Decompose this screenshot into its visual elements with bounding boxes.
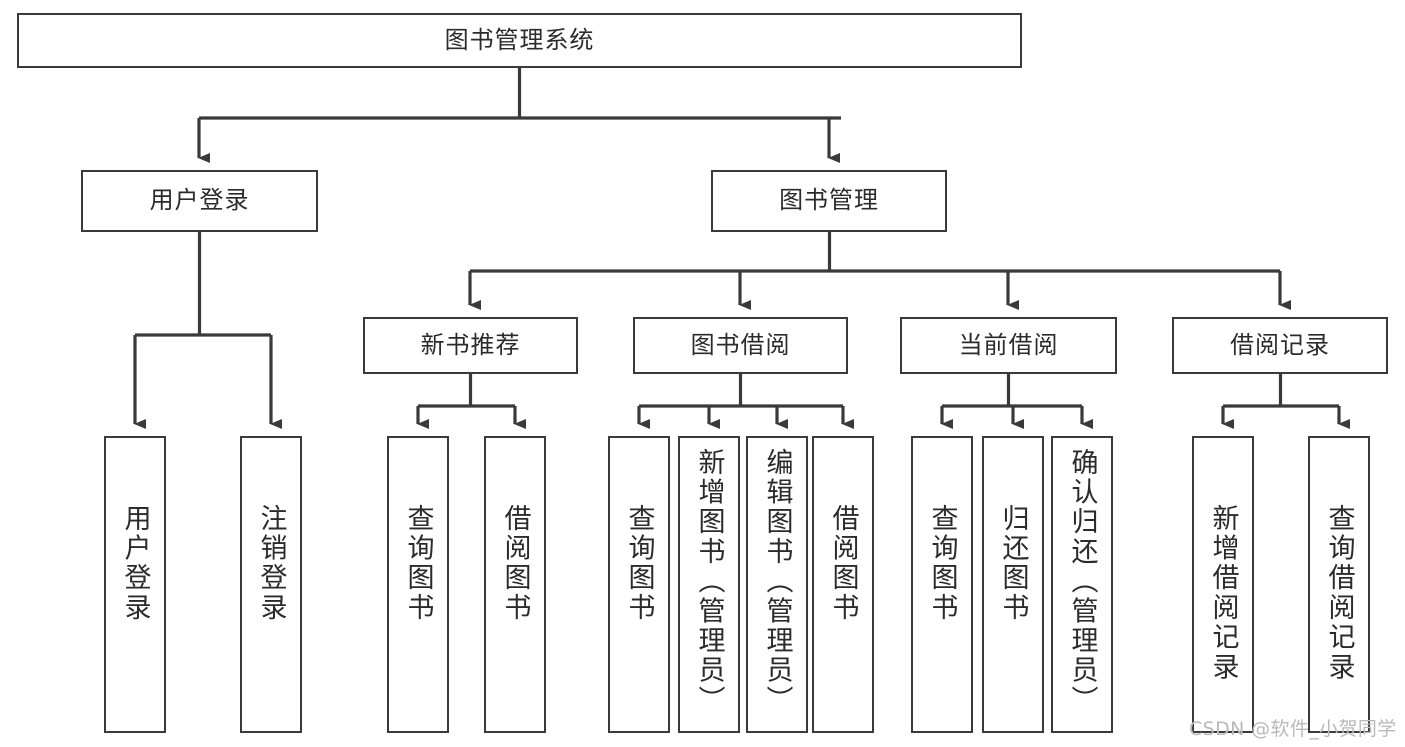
node-leaf-add-book[interactable]: 新增图书（管理员） bbox=[678, 436, 740, 733]
node-leaf-return-book-label: 归还图书 bbox=[997, 504, 1029, 623]
node-leaf-query-book-1[interactable]: 查询图书 bbox=[387, 436, 449, 733]
node-leaf-borrow-book-1[interactable]: 借阅图书 bbox=[484, 436, 546, 733]
node-borrow-record-label: 借阅记录 bbox=[1230, 330, 1330, 359]
node-root-label: 图书管理系统 bbox=[444, 25, 595, 54]
node-leaf-logout-label: 注销登录 bbox=[255, 504, 287, 623]
node-leaf-borrow-book-1-label: 借阅图书 bbox=[499, 504, 531, 623]
node-leaf-add-record-label: 新增借阅记录 bbox=[1207, 504, 1239, 683]
node-new-book-recommend-label: 新书推荐 bbox=[420, 330, 521, 359]
node-leaf-query-record-label: 查询借阅记录 bbox=[1323, 504, 1355, 683]
node-leaf-edit-book-label: 编辑图书（管理员） bbox=[761, 448, 793, 716]
node-leaf-logout[interactable]: 注销登录 bbox=[240, 436, 302, 733]
node-new-book-recommend[interactable]: 新书推荐 bbox=[363, 317, 578, 374]
node-book-borrow[interactable]: 图书借阅 bbox=[633, 317, 848, 374]
node-leaf-query-book-2[interactable]: 查询图书 bbox=[608, 436, 670, 733]
node-leaf-user-login-label: 用户登录 bbox=[119, 504, 151, 623]
node-leaf-edit-book[interactable]: 编辑图书（管理员） bbox=[746, 436, 808, 733]
node-current-borrow-label: 当前借阅 bbox=[958, 330, 1059, 359]
node-leaf-query-record[interactable]: 查询借阅记录 bbox=[1308, 436, 1370, 733]
node-leaf-borrow-book-2-label: 借阅图书 bbox=[827, 504, 859, 623]
node-leaf-user-login[interactable]: 用户登录 bbox=[104, 436, 166, 733]
node-leaf-query-book-3[interactable]: 查询图书 bbox=[911, 436, 973, 733]
node-root[interactable]: 图书管理系统 bbox=[17, 13, 1022, 68]
node-user-login[interactable]: 用户登录 bbox=[81, 170, 318, 232]
node-leaf-query-book-2-label: 查询图书 bbox=[623, 504, 655, 623]
node-book-manage-label: 图书管理 bbox=[779, 186, 879, 215]
node-leaf-query-book-1-label: 查询图书 bbox=[402, 504, 434, 623]
node-leaf-add-book-label: 新增图书（管理员） bbox=[693, 448, 725, 716]
node-leaf-confirm-return-label: 确认归还（管理员） bbox=[1066, 448, 1098, 716]
watermark-text: CSDN @软件_小贺同学 bbox=[1189, 718, 1397, 740]
node-leaf-add-record[interactable]: 新增借阅记录 bbox=[1192, 436, 1254, 733]
node-book-manage[interactable]: 图书管理 bbox=[711, 170, 947, 232]
node-current-borrow[interactable]: 当前借阅 bbox=[900, 317, 1117, 374]
node-leaf-borrow-book-2[interactable]: 借阅图书 bbox=[812, 436, 874, 733]
node-user-login-label: 用户登录 bbox=[149, 186, 250, 215]
node-borrow-record[interactable]: 借阅记录 bbox=[1172, 317, 1388, 374]
node-leaf-return-book[interactable]: 归还图书 bbox=[982, 436, 1044, 733]
node-book-borrow-label: 图书借阅 bbox=[690, 330, 791, 359]
node-leaf-query-book-3-label: 查询图书 bbox=[926, 504, 958, 623]
node-leaf-confirm-return[interactable]: 确认归还（管理员） bbox=[1051, 436, 1113, 733]
